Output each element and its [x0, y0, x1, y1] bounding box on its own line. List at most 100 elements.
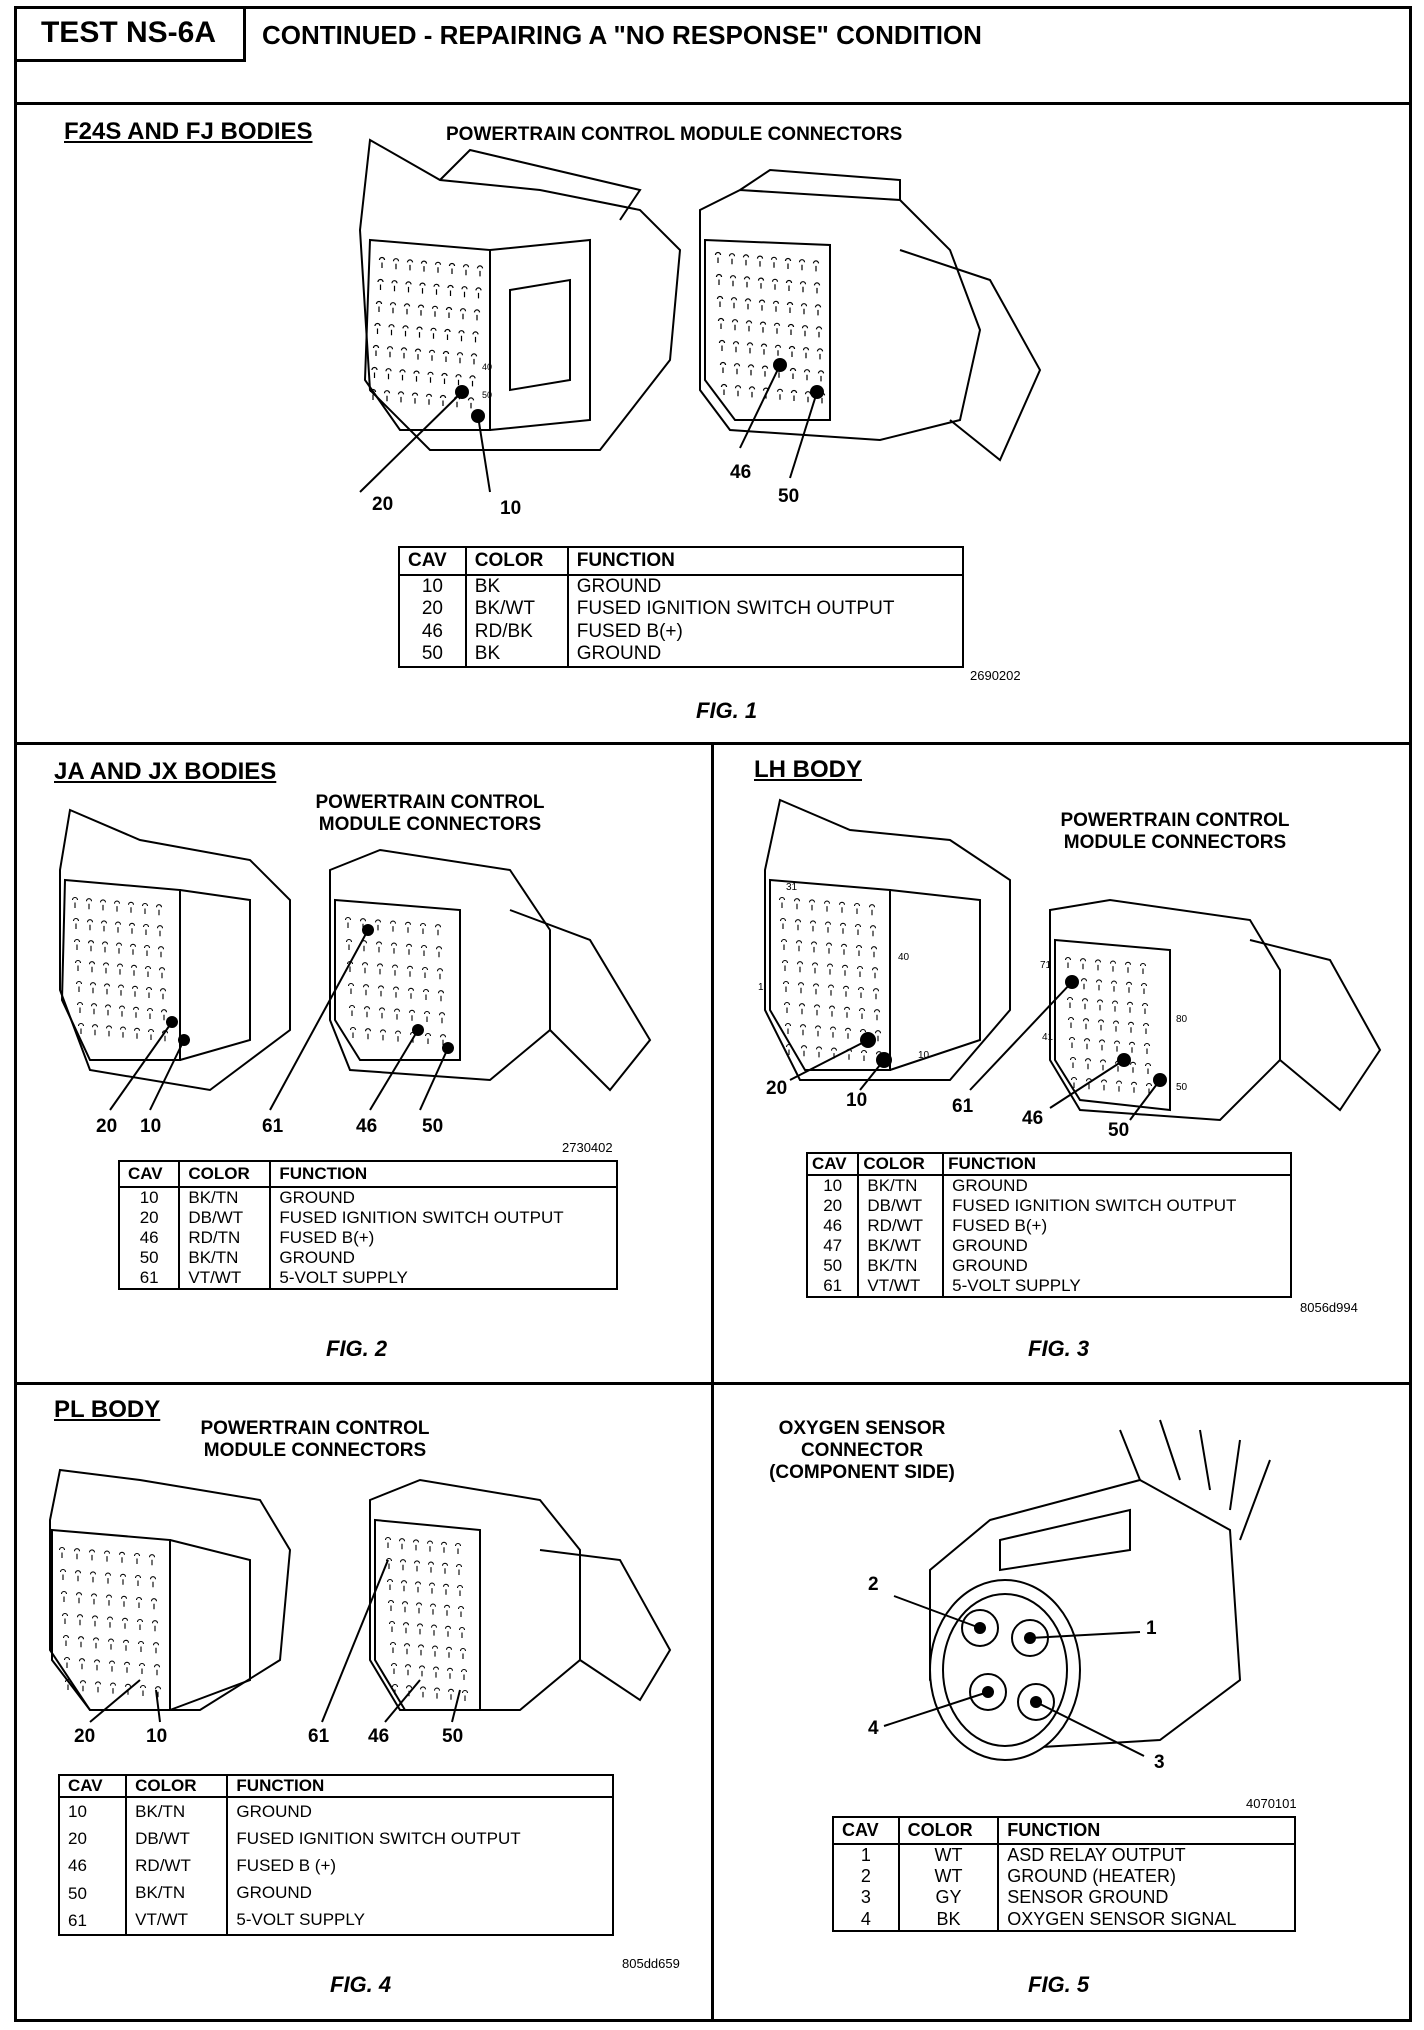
fig4-connector-label: POWERTRAIN CONTROL MODULE CONNECTORS — [200, 1418, 430, 1461]
pin-cavity — [816, 348, 824, 360]
pin-cavity — [784, 1022, 792, 1034]
pin-cavity — [457, 1605, 465, 1617]
fig2-callout-50: 50 — [422, 1116, 444, 1137]
pin-cavity — [854, 923, 862, 935]
pin-cavity — [796, 961, 804, 973]
pin-cavity — [149, 1576, 157, 1588]
pin-cavity — [391, 964, 399, 976]
pin-cavity — [1115, 1080, 1123, 1092]
pin-cavity — [826, 963, 834, 975]
pin-cavity — [838, 901, 846, 913]
pin-cavity — [461, 1689, 469, 1701]
pin-cavity — [417, 304, 425, 316]
fig3-pin-label-10: 10 — [918, 1050, 930, 1061]
fig4-connector-drawing — [49, 1468, 672, 1723]
pin-cavity — [369, 388, 377, 400]
fig2-left-pin-face — [60, 878, 181, 1061]
pin-cavity — [129, 943, 137, 955]
pin-cavity — [405, 943, 413, 955]
pin-cavity — [394, 1030, 402, 1042]
fig2-th-color: COLOR — [179, 1161, 272, 1188]
pin-cavity — [406, 259, 414, 271]
pin-cavity — [734, 385, 742, 397]
cell: WT — [898, 1866, 1000, 1888]
fig3-code: 8056d994 — [1300, 1300, 1358, 1315]
pin-cavity — [376, 963, 384, 975]
fig2-th-function: FUNCTION — [270, 1161, 617, 1188]
pin-cavity — [131, 985, 139, 997]
fig1-leader-10 — [477, 415, 491, 493]
fig4-right-pin-face — [374, 1518, 481, 1711]
pin-cavity — [444, 1625, 452, 1637]
pin-cavity — [470, 353, 478, 365]
pin-cavity — [825, 942, 833, 954]
pin-cavity — [817, 370, 825, 382]
cell: 46 — [119, 1228, 181, 1249]
cell: SENSOR GROUND — [1007, 1887, 1169, 1908]
pin-cavity — [155, 904, 163, 916]
pin-cavity — [408, 1009, 416, 1021]
pin-cavity — [812, 260, 820, 272]
cell: VT/WT — [179, 1268, 272, 1290]
fig1-left-connector-body — [358, 138, 682, 451]
fig3-callout-20: 20 — [766, 1078, 788, 1099]
cell: 61 — [119, 1268, 181, 1290]
fig2-leader-50 — [419, 1047, 449, 1111]
pin-cavity — [393, 1008, 401, 1020]
pin-cavity — [1140, 982, 1148, 994]
pin-cavity — [118, 1005, 126, 1017]
fig4-leader-61 — [321, 1559, 389, 1723]
fig3-connector-label: POWERTRAIN CONTROL MODULE CONNECTORS — [1060, 810, 1290, 853]
test-id: TEST NS-6A — [40, 15, 217, 49]
cell: BK/TN — [126, 1797, 229, 1826]
pin-cavity — [853, 902, 861, 914]
fig5-leader-1 — [1029, 1631, 1141, 1639]
fig2-callout-10: 10 — [140, 1116, 162, 1137]
pin-cavity — [374, 919, 382, 931]
pin-cavity — [345, 938, 353, 950]
fig5-leader-4 — [883, 1691, 989, 1727]
pin-cavity — [1112, 1020, 1120, 1032]
fig5-th-color: COLOR — [898, 1817, 1000, 1845]
pin-cavity — [803, 369, 811, 381]
fig4-callout-10: 10 — [146, 1726, 168, 1747]
fig4-callout-20: 20 — [74, 1726, 96, 1747]
pin-cavity — [742, 254, 750, 266]
pin-cavity — [746, 342, 754, 354]
fig4-callout-61: 61 — [308, 1726, 330, 1747]
pin-cavity — [475, 287, 482, 299]
pin-cavity — [122, 1639, 130, 1651]
pin-cavity — [446, 1667, 454, 1679]
pin-cavity — [434, 924, 442, 936]
pin-cavity — [415, 1602, 423, 1614]
fig2-left-connector-body — [59, 808, 291, 1092]
pin-cavity — [107, 1638, 115, 1650]
pin-cavity — [74, 959, 82, 971]
pin-cavity — [780, 938, 788, 950]
cell: GROUND — [236, 1883, 312, 1903]
pin-cavity — [128, 922, 136, 934]
pin-cavity — [77, 1022, 85, 1034]
pin-cavity — [147, 1028, 155, 1040]
fig3-left-connector-body — [764, 798, 1011, 1081]
pin-cavity — [154, 1686, 162, 1698]
fig2-th-cav: CAV — [119, 1161, 181, 1188]
pin-cavity — [390, 1662, 398, 1674]
pin-cavity — [425, 393, 433, 405]
pin-cavity — [379, 1029, 387, 1041]
cell: BK/TN — [179, 1248, 272, 1269]
pin-cavity — [1097, 1019, 1105, 1031]
pin-cavity — [840, 943, 848, 955]
pin-cavity — [461, 286, 468, 298]
pin-cavity — [377, 985, 385, 997]
pin-cavity — [799, 281, 807, 293]
pin-cavity — [790, 389, 798, 401]
